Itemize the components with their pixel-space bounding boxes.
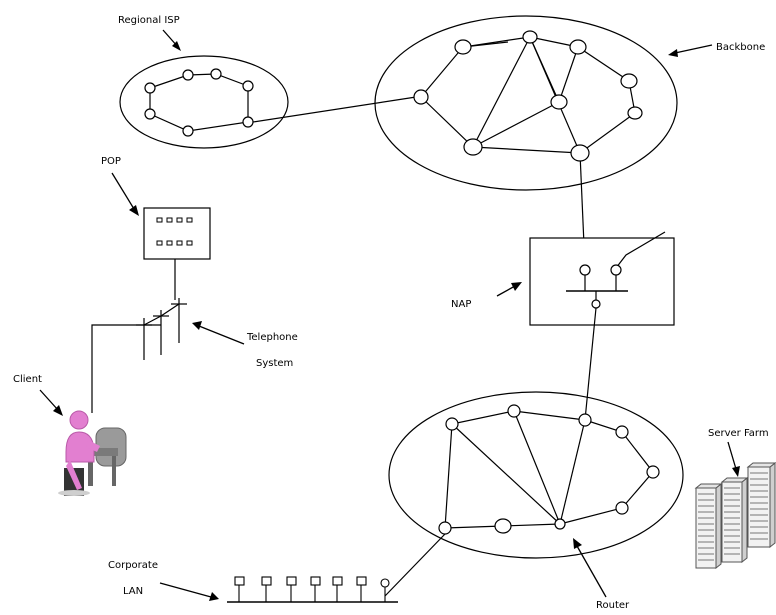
lan-uplink: [384, 533, 446, 597]
pop-unit: POP: [101, 156, 211, 300]
modem-bank-icon: [143, 207, 211, 260]
backbone-node: [550, 94, 568, 110]
regional-isp-node: [144, 82, 156, 94]
telephone-arrowhead: [192, 321, 202, 330]
regional-isp-ring: [149, 73, 249, 132]
corporate-node: [646, 465, 660, 479]
regional-isp-node: [242, 116, 254, 128]
backbone-boundary: [374, 15, 678, 191]
lan-host-icon: [286, 576, 297, 586]
regional-isp-node: [210, 68, 222, 80]
router-label: Router: [596, 600, 630, 611]
telephone-pole-icon: [136, 298, 187, 360]
backbone-arrowhead: [668, 49, 678, 57]
regional-isp-node: [144, 108, 156, 120]
pop-arrowhead: [129, 205, 139, 216]
server-farm-arrowhead: [732, 466, 740, 477]
corporate-node: [615, 425, 629, 439]
client-arrow: [39, 389, 59, 411]
regional-isp-boundary: [119, 55, 289, 149]
backbone-label: Backbone: [716, 42, 765, 53]
lan-gateway-node: [380, 578, 390, 588]
backbone-node: [569, 39, 587, 55]
client-label: Client: [13, 374, 42, 385]
corporate-node: [438, 521, 452, 535]
lan-host-icon: [332, 576, 343, 586]
server-farm-arrow: [727, 441, 737, 470]
backbone-node: [463, 138, 483, 156]
regional-isp-label: Regional ISP: [118, 15, 180, 26]
lan-host-icon: [356, 576, 367, 586]
router-arrowhead: [573, 538, 582, 549]
system-label: System: [256, 358, 293, 369]
isp-backbone-link: [252, 96, 417, 123]
server-rack-side: [715, 482, 722, 570]
lan-host-icon: [234, 576, 245, 586]
server-rack-top: [720, 477, 749, 483]
regional-isp-node: [182, 69, 194, 81]
backbone-network: Backbone: [374, 15, 765, 269]
backbone-node: [522, 30, 538, 44]
nap-arrow: [496, 285, 516, 297]
router-node: [554, 518, 566, 530]
server-farm-label: Server Farm: [708, 428, 769, 439]
corporate-node: [507, 404, 521, 418]
pop-arrow: [111, 172, 135, 210]
nap-router-node: [610, 264, 622, 276]
pop-label: POP: [101, 156, 121, 167]
nap-box: [529, 237, 675, 326]
lan-label: LAN: [123, 586, 143, 597]
router-arrow: [576, 545, 607, 598]
client-line: [91, 324, 161, 413]
lan-host-icon: [261, 576, 272, 586]
person-at-computer-icon: [58, 410, 127, 496]
nap-router-node: [579, 264, 591, 276]
server-rack-top: [746, 462, 776, 468]
lan-host-icon: [310, 576, 321, 586]
server-rack-icon: [694, 461, 776, 570]
regional-isp-node: [242, 80, 254, 92]
lan-arrow: [159, 582, 212, 598]
nap-label: NAP: [451, 299, 471, 310]
regional-isp-network: Regional ISP: [118, 15, 289, 149]
backbone-node: [454, 39, 472, 55]
client-arrowhead: [53, 405, 63, 416]
backbone-arrow: [674, 44, 713, 54]
corporate-network: Router: [388, 391, 684, 611]
corporate-node: [494, 518, 512, 534]
corporate-node: [445, 417, 459, 431]
telephone-label: Telephone: [246, 332, 298, 343]
regional-isp-arrowhead: [172, 41, 181, 51]
corporate-node: [615, 501, 629, 515]
corporate-lan: [227, 576, 398, 603]
corporate-boundary: [388, 391, 684, 559]
backbone-node: [570, 144, 590, 162]
server-rack-side: [769, 461, 776, 549]
telephone-arrow: [198, 325, 245, 345]
backbone-node: [413, 89, 429, 105]
backbone-node: [627, 106, 643, 120]
corporate-node: [578, 413, 592, 427]
nap-arrowhead: [511, 282, 522, 291]
server-rack-side: [741, 476, 748, 564]
nap-router-node: [591, 299, 601, 309]
server-rack-top: [694, 483, 723, 489]
nap-exchange: NAP: [451, 231, 675, 326]
regional-isp-node: [182, 125, 194, 137]
backbone-node: [620, 73, 638, 89]
corporate-label: Corporate: [108, 560, 158, 571]
lan-arrowhead: [209, 592, 219, 601]
nap-corporate-link: [584, 307, 597, 421]
